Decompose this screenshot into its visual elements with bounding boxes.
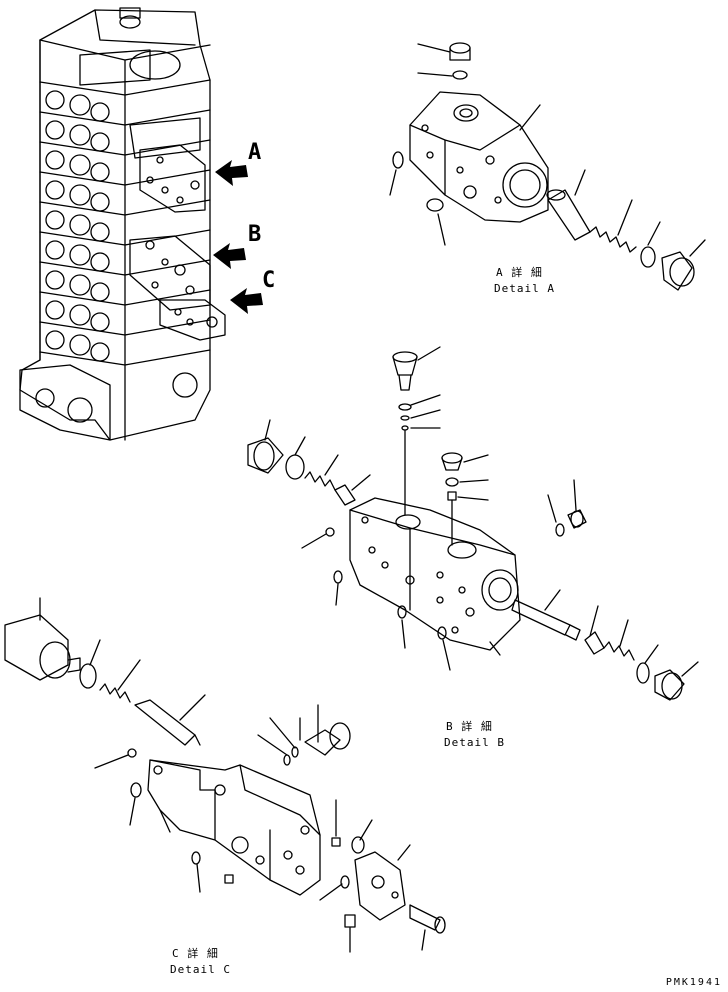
detail-c-caption-en: Detail C	[170, 963, 231, 976]
control-valve-assembly	[19, 7, 226, 441]
detail-b-caption-jp: B 詳 細	[446, 720, 493, 733]
detail-b-caption-en: Detail B	[444, 736, 505, 749]
detail-a-parts	[389, 42, 706, 291]
arrow-label-a: A	[248, 140, 262, 165]
detail-a-caption-en: Detail A	[494, 282, 555, 295]
drawing-code: PMK1941	[665, 977, 722, 988]
arrow-label-c: C	[262, 268, 276, 293]
detail-c-parts	[4, 597, 446, 953]
arrow-label-b: B	[248, 222, 262, 247]
detail-c-caption-jp: C 詳 細	[172, 947, 219, 960]
detail-a-caption-jp: A 詳 細	[496, 266, 543, 279]
detail-b-parts	[247, 346, 699, 701]
arrow-b	[213, 243, 246, 269]
arrow-c	[230, 288, 263, 314]
arrow-a	[215, 160, 248, 186]
